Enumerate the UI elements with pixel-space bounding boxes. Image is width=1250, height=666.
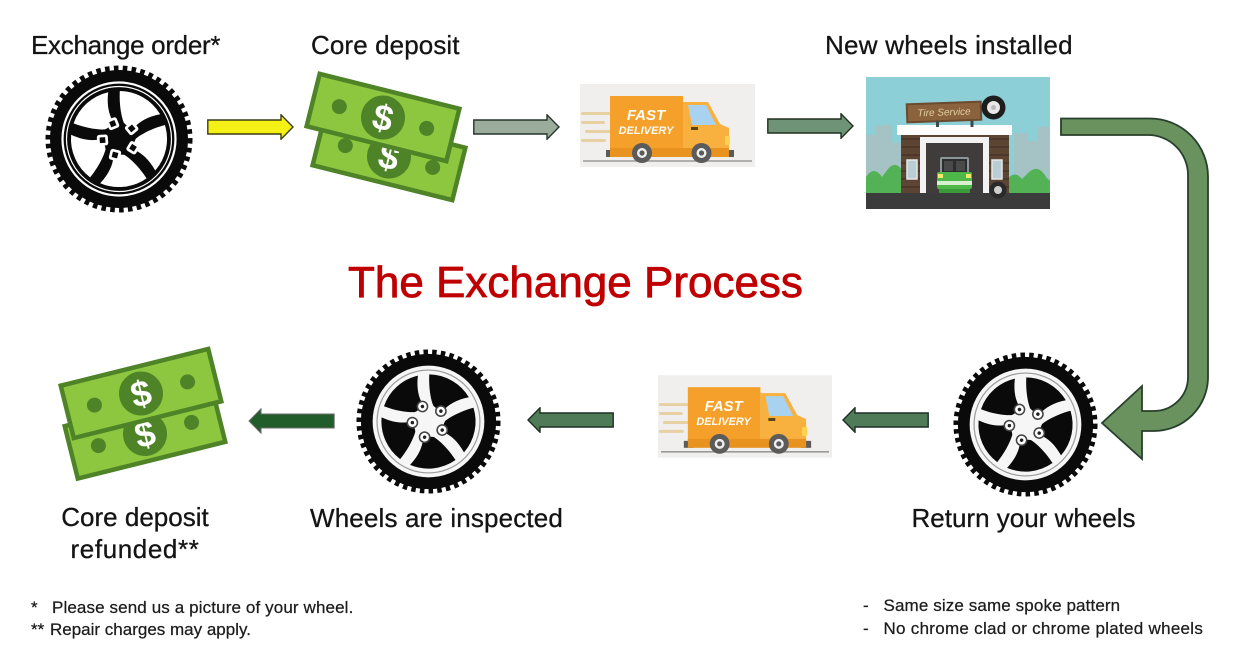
svg-text:DELIVERY: DELIVERY bbox=[619, 125, 675, 137]
svg-text:FAST: FAST bbox=[627, 107, 667, 124]
svg-text:DELIVERY: DELIVERY bbox=[696, 416, 752, 428]
svg-text:Tire Service: Tire Service bbox=[917, 107, 971, 120]
svg-text:FAST: FAST bbox=[705, 399, 745, 415]
